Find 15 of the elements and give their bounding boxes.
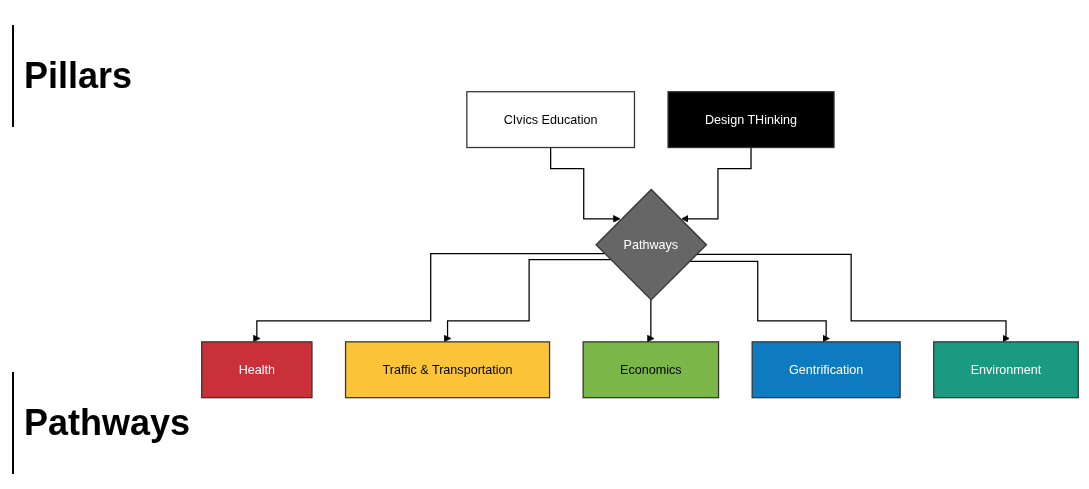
arrow	[252, 252, 605, 342]
node-box: Environment	[932, 341, 1079, 399]
section-label: Pathways	[12, 372, 191, 474]
node-box: Design THinking	[666, 90, 835, 148]
node-box: CIvics Education	[465, 90, 635, 148]
arrow	[549, 146, 620, 223]
section-label: Pillars	[12, 25, 133, 127]
arrow	[680, 146, 752, 223]
node-box: Economics	[582, 341, 719, 399]
arrow	[443, 258, 611, 342]
node-box: Gentrification	[751, 341, 901, 399]
node-box: Health	[200, 341, 313, 399]
node-diamond: Pathways	[594, 188, 707, 301]
node-box: Traffic & Transportation	[344, 341, 550, 399]
arrow	[646, 299, 655, 342]
